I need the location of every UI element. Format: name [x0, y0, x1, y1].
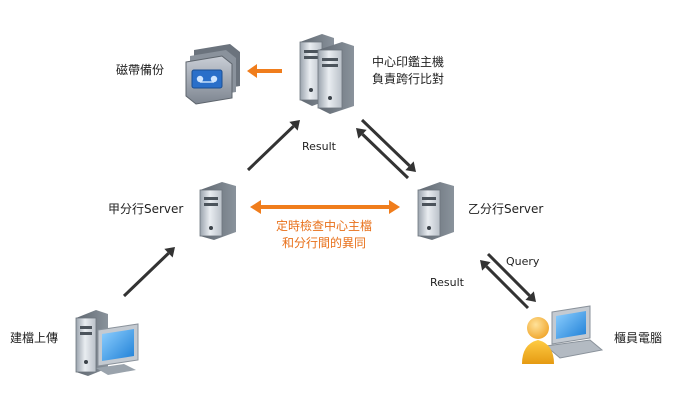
tape-library-icon [185, 44, 240, 105]
sync-check-label: 定時檢查中心主檔 和分行間的異同 [262, 218, 386, 252]
result-top-label: Result [302, 140, 336, 153]
upload-to-central-arrow-head [289, 120, 300, 131]
central-to-branch-b-arrow-head [405, 161, 416, 172]
tape-backup-label: 磁帶備份 [116, 63, 165, 77]
result-return-arrow [485, 265, 530, 310]
central-to-branch-b-arrow [360, 118, 411, 167]
central-seal-label-line1: 中心印鑑主機 [372, 55, 445, 69]
backup-arrow-head [247, 64, 257, 78]
server-tower-icon [199, 182, 236, 240]
counter-pc-label: 櫃員電腦 [614, 331, 663, 345]
query-label: Query [506, 255, 540, 268]
result-return-arrow-head [480, 260, 491, 271]
result-bottom-label: Result [430, 276, 464, 289]
user-laptop-icon [522, 305, 604, 364]
branch-a-label: 甲分行Server [108, 202, 184, 216]
create-upload-label: 建檔上傳 [10, 331, 59, 345]
create-upload-arrow-head [164, 247, 175, 258]
sync-arrow-head [250, 200, 261, 214]
query-arrow-head [525, 291, 536, 302]
central-seal-label-line2: 負責跨行比對 [372, 72, 445, 86]
sync-check-label-line1: 定時檢查中心主檔 [275, 219, 372, 233]
branch-b-to-central-arrow-head [356, 128, 367, 139]
sync-arrow-head [389, 200, 400, 214]
create-upload-arrow [122, 252, 170, 298]
arrows-layer [122, 64, 536, 310]
query-arrow [486, 252, 531, 297]
upload-to-central-arrow [246, 125, 295, 172]
branch-b-to-central-arrow [361, 133, 410, 180]
central-seal-label: 中心印鑑主機 負責跨行比對 [372, 54, 444, 88]
server-tower-icon [417, 182, 454, 240]
branch-b-label: 乙分行Server [468, 202, 544, 216]
server-pair-icon [299, 34, 354, 114]
sync-check-label-line2: 和分行間的異同 [281, 236, 366, 250]
workstation-icon [75, 310, 139, 376]
